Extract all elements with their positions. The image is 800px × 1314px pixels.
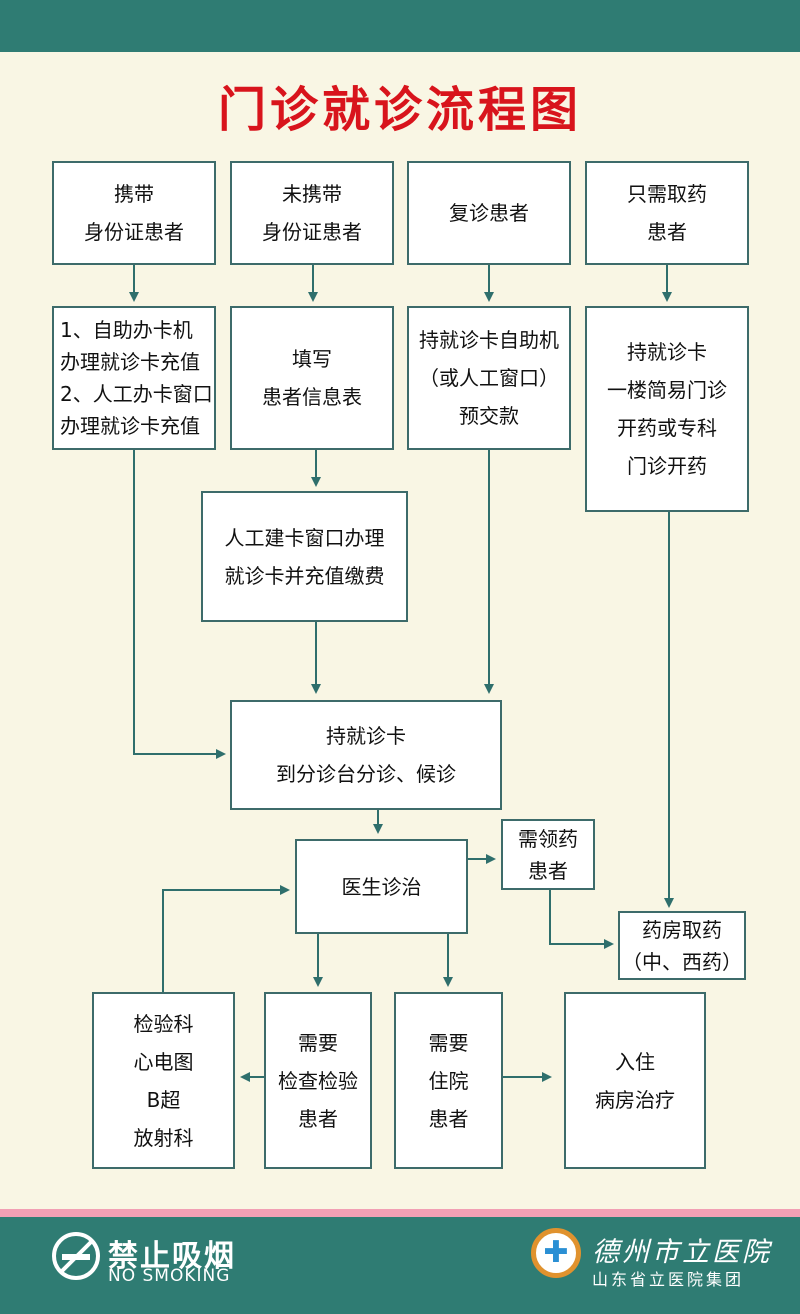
node-return-visit: 复诊患者 <box>407 161 571 265</box>
node-medicine-only: 只需取药 患者 <box>585 161 749 265</box>
node-ward: 入住 病房治疗 <box>564 992 706 1169</box>
arrow-need-medicine-to-pharmacy <box>549 890 614 949</box>
cross-icon: ✚ <box>543 1235 569 1270</box>
no-smoking-text-cn: 禁止吸烟 <box>108 1239 236 1274</box>
node-need-exam: 需要 检查检验 患者 <box>264 992 372 1169</box>
node-prepay: 持就诊卡自助机 （或人工窗口） 预交款 <box>407 306 571 450</box>
no-smoking-icon <box>52 1232 100 1280</box>
footer-bar <box>0 1217 800 1314</box>
node-with-id: 携带 身份证患者 <box>52 161 216 265</box>
node-exam-depts: 检验科 心电图 B超 放射科 <box>92 992 235 1169</box>
arrow-exam-depts-to-doctor <box>162 885 290 992</box>
node-need-hospital: 需要 住院 患者 <box>394 992 503 1169</box>
node-pharmacy: 药房取药 （中、西药） <box>618 911 746 980</box>
arrow-card-to-triage <box>133 450 226 759</box>
node-doctor: 医生诊治 <box>295 839 468 934</box>
node-triage: 持就诊卡 到分诊台分诊、候诊 <box>230 700 502 810</box>
accent-strip <box>0 1209 800 1217</box>
node-simple-clinic: 持就诊卡 一楼简易门诊 开药或专科 门诊开药 <box>585 306 749 512</box>
no-smoking-text-en: NO SMOKING <box>108 1266 231 1286</box>
hospital-name: 德州市立医院 <box>592 1237 772 1268</box>
node-manual-card: 人工建卡窗口办理 就诊卡并充值缴费 <box>201 491 408 622</box>
page-title: 门诊就诊流程图 <box>217 82 582 138</box>
node-need-medicine: 需领药 患者 <box>501 819 595 890</box>
node-self-service-card: 1、自助办卡机 办理就诊卡充值 2、人工办卡窗口 办理就诊卡充值 <box>52 306 216 450</box>
node-without-id: 未携带 身份证患者 <box>230 161 394 265</box>
node-fill-form: 填写 患者信息表 <box>230 306 394 450</box>
top-banner <box>0 0 800 52</box>
hospital-group-name: 山东省立医院集团 <box>592 1270 745 1289</box>
hospital-logo-icon: ✚ <box>531 1228 581 1278</box>
